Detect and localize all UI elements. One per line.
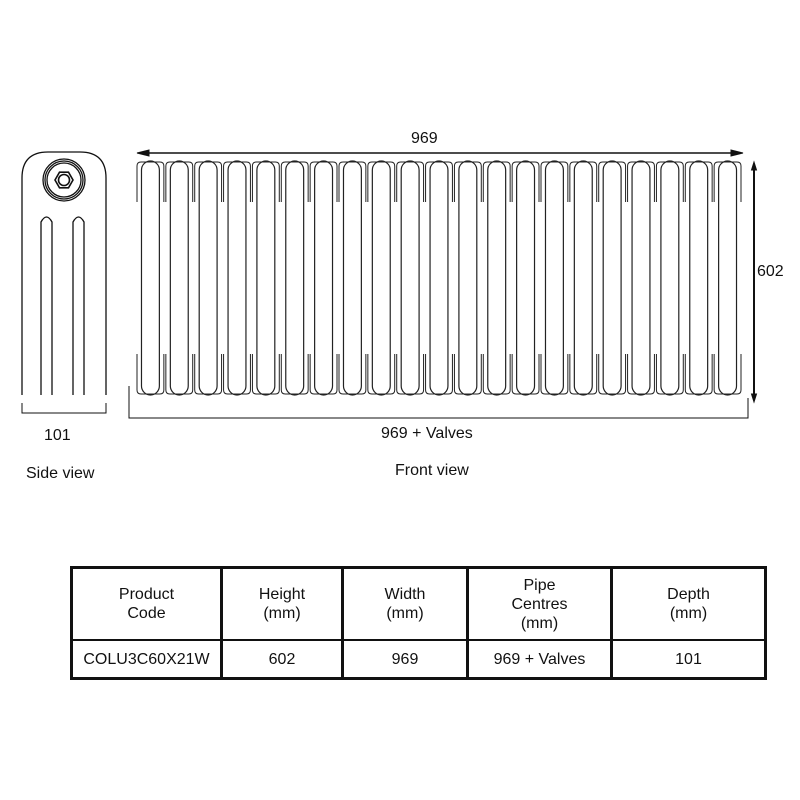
radiator-section xyxy=(453,160,482,396)
header-pipe-centres: Pipe Centres (mm) xyxy=(466,566,613,641)
radiator-section xyxy=(482,160,511,396)
width-label: 969 xyxy=(411,130,438,147)
radiator-section xyxy=(598,160,627,396)
radiator-section xyxy=(223,160,251,396)
front-view-drawing xyxy=(136,160,742,396)
cell-pipe-centres: 969 + Valves xyxy=(466,639,613,680)
radiator-section xyxy=(136,160,165,396)
radiator-section xyxy=(569,160,598,396)
header-depth: Depth (mm) xyxy=(610,566,767,641)
radiator-section xyxy=(627,160,655,396)
valve-nut-icon xyxy=(42,158,86,202)
radiator-section xyxy=(511,160,540,396)
spec-table-header-row: Product Code Height (mm) Width (mm) Pipe… xyxy=(70,566,767,641)
cell-height: 602 xyxy=(220,639,344,680)
pipe-centres-bracket xyxy=(128,386,749,419)
cell-width: 969 xyxy=(341,639,469,680)
pipe-centres-label: 969 + Valves xyxy=(381,425,473,442)
depth-label: 101 xyxy=(44,427,71,444)
radiator-section xyxy=(309,160,338,396)
radiator-section xyxy=(713,160,742,396)
radiator-section xyxy=(540,160,569,396)
radiator-section xyxy=(280,160,309,396)
radiator-section xyxy=(367,160,396,396)
width-dimension-line xyxy=(136,149,744,157)
radiator-section xyxy=(684,160,713,396)
side-view-drawing xyxy=(21,151,107,414)
height-label: 602 xyxy=(757,263,784,280)
radiator-section xyxy=(655,160,684,396)
spec-table: Product Code Height (mm) Width (mm) Pipe… xyxy=(70,566,767,680)
cell-product-code: COLU3C60X21W xyxy=(70,639,223,680)
radiator-section xyxy=(251,160,280,396)
header-width: Width (mm) xyxy=(341,566,469,641)
front-view-caption: Front view xyxy=(395,462,469,479)
cell-depth: 101 xyxy=(610,639,767,680)
radiator-section xyxy=(165,160,194,396)
header-product-code: Product Code xyxy=(70,566,223,641)
radiator-section xyxy=(338,160,367,396)
header-height: Height (mm) xyxy=(220,566,344,641)
radiator-section xyxy=(425,160,453,396)
radiator-section xyxy=(194,160,223,396)
height-dimension-line xyxy=(750,160,758,404)
side-view-caption: Side view xyxy=(26,465,95,482)
radiator-section xyxy=(396,160,425,396)
table-row: COLU3C60X21W 602 969 969 + Valves 101 xyxy=(70,639,767,680)
